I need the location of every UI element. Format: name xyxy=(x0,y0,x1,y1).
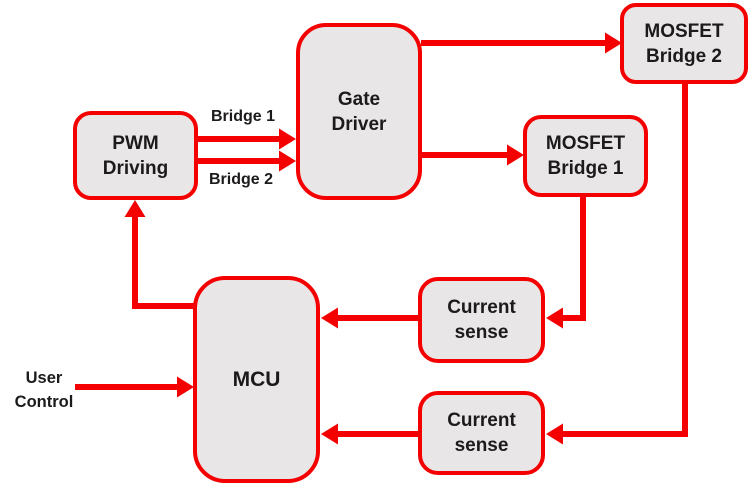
node-current-sense-1: Current sense xyxy=(418,277,545,363)
node-label: Bridge 2 xyxy=(645,45,723,67)
node-label: Current xyxy=(447,297,516,318)
user-control-label-line: User xyxy=(25,369,63,387)
node-label: Current xyxy=(447,410,516,431)
arrow-pwm-to-gate-bridge1 xyxy=(198,128,296,150)
arrow-gate-to-mosfet-bridge2 xyxy=(421,32,622,54)
arrow-user-control-to-mcu xyxy=(75,376,194,398)
node-current-sense-2: Current sense xyxy=(418,391,545,475)
node-mcu: MCU xyxy=(193,276,320,483)
node-label: Gate xyxy=(337,88,381,110)
arrow-pwm-to-gate-bridge2 xyxy=(198,150,296,172)
arrow-mosfet1-to-current-sense1 xyxy=(546,195,586,329)
node-gate-driver: Gate Driver xyxy=(296,23,422,200)
node-mosfet-bridge-2: MOSFET Bridge 2 xyxy=(620,3,748,84)
user-control-label-line: Control xyxy=(14,393,74,411)
edge-label-bridge-2: Bridge 2 xyxy=(208,171,274,188)
node-label: sense xyxy=(454,435,509,456)
node-mosfet-bridge-1: MOSFET Bridge 1 xyxy=(523,115,648,197)
edge-label-bridge-1: Bridge 1 xyxy=(210,108,276,125)
arrow-gate-to-mosfet-bridge1 xyxy=(421,144,524,166)
node-label: MOSFET xyxy=(545,133,626,154)
node-label: Bridge 1 xyxy=(547,158,624,179)
user-control-label: User Control xyxy=(6,366,82,414)
node-label: Driver xyxy=(331,113,387,135)
node-label: MOSFET xyxy=(644,20,724,42)
arrow-current-sense1-to-mcu xyxy=(321,307,418,329)
node-pwm-driving: PWM Driving xyxy=(73,111,198,200)
arrow-current-sense2-to-mcu xyxy=(321,423,418,445)
node-label: MCU xyxy=(232,368,281,391)
node-label: PWM xyxy=(112,132,159,154)
arrow-mosfet2-to-current-sense2 xyxy=(546,81,688,445)
arrow-mcu-to-pwm xyxy=(124,200,196,309)
node-label: sense xyxy=(454,322,509,343)
node-label: Driving xyxy=(102,157,169,179)
